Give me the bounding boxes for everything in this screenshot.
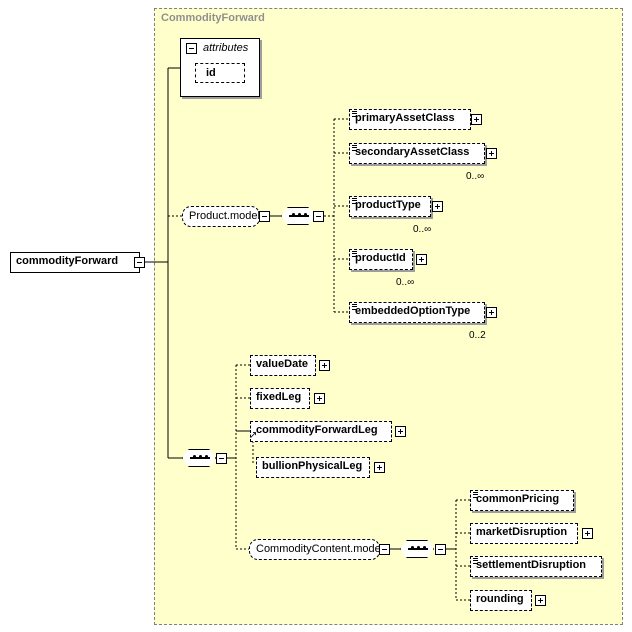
expand-icon[interactable]: [432, 201, 443, 212]
element-common-pricing[interactable]: commonPricing: [470, 490, 574, 511]
element-market-disruption[interactable]: marketDisruption: [470, 523, 578, 544]
attribute-id[interactable]: id: [195, 63, 245, 83]
collapse-icon[interactable]: [435, 544, 446, 555]
element-secondary-asset-class[interactable]: secondaryAssetClass: [349, 143, 485, 164]
element-primary-asset-class[interactable]: primaryAssetClass: [349, 109, 471, 130]
element-fixed-leg[interactable]: fixedLeg: [250, 388, 310, 409]
element-embedded-option-type[interactable]: embeddedOptionType: [349, 302, 485, 323]
root-element-label: commodityForward: [16, 255, 119, 267]
expand-icon[interactable]: [395, 426, 406, 437]
sequence-compositor-icon[interactable]: [182, 449, 216, 467]
sequence-compositor-icon[interactable]: [400, 540, 434, 558]
element-value-date[interactable]: valueDate: [250, 355, 316, 376]
expand-icon[interactable]: [471, 114, 482, 125]
expand-icon[interactable]: [314, 393, 325, 404]
collapse-icon[interactable]: [186, 43, 197, 54]
element-settlement-disruption[interactable]: settlementDisruption: [470, 556, 602, 577]
collapse-icon[interactable]: [379, 544, 390, 555]
collapse-icon[interactable]: [134, 257, 145, 268]
root-element[interactable]: commodityForward: [10, 252, 140, 273]
occurrence-label: 0..∞: [466, 171, 485, 182]
collapse-icon[interactable]: [313, 211, 324, 222]
expand-icon[interactable]: [416, 254, 427, 265]
element-product-id[interactable]: productId: [349, 249, 413, 270]
expand-icon[interactable]: [582, 528, 593, 539]
element-rounding[interactable]: rounding: [470, 590, 532, 611]
sequence-compositor-icon[interactable]: [281, 207, 315, 225]
element-product-type[interactable]: productType: [349, 196, 431, 217]
collapse-icon[interactable]: [259, 211, 270, 222]
expand-icon[interactable]: [374, 462, 385, 473]
element-commodity-forward-leg[interactable]: commodityForwardLeg: [250, 421, 392, 442]
product-model-group[interactable]: Product.model: [182, 206, 260, 227]
expand-icon[interactable]: [486, 307, 497, 318]
commodity-content-model-group[interactable]: CommodityContent.model: [249, 539, 384, 560]
group-label: CommodityContent.model: [256, 543, 384, 555]
element-bullion-physical-leg[interactable]: bullionPhysicalLeg: [256, 457, 370, 478]
substitution-arrow-icon: ↗: [249, 430, 258, 441]
group-label: Product.model: [189, 210, 260, 222]
occurrence-label: 0..∞: [396, 277, 415, 288]
expand-icon[interactable]: [319, 360, 330, 371]
occurrence-label: 0..∞: [413, 224, 432, 235]
complex-type-title: CommodityForward: [161, 12, 265, 24]
attributes-panel: attributes id: [180, 38, 260, 97]
collapse-icon[interactable]: [216, 453, 227, 464]
occurrence-label: 0..2: [469, 330, 486, 341]
expand-icon[interactable]: [535, 595, 546, 606]
expand-icon[interactable]: [486, 148, 497, 159]
attributes-label: attributes: [203, 42, 249, 54]
